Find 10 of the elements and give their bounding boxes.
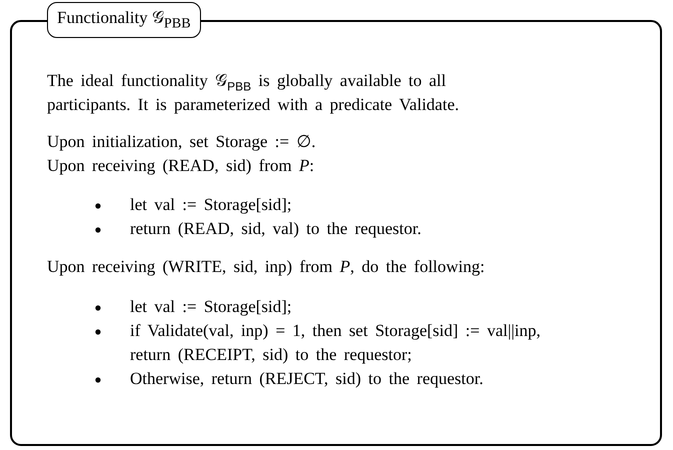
paragraph-text: The ideal functionality 𝒢$_{PBB}$ is globally available to all participants. It is parameterized with a predicate Validate. [47, 70, 460, 116]
list-item: Otherwise, return (REJECT, sid) to the requestor. [130, 368, 484, 390]
paragraph-text: Upon receiving (READ, sid) from P: [47, 155, 316, 177]
paragraph-text: Upon initialization, set Storage := ∅. [47, 131, 317, 153]
paragraph-text: Upon receiving (WRITE, sid, inp) from P, do the following: [47, 256, 486, 278]
list-item: return (READ, sid, val) to the requestor. [130, 218, 422, 240]
list-item: if Validate(val, inp) = 1, then set Storage[sid] := val||inp, return (RECEIPT, sid) to the requestor; [130, 320, 542, 366]
title-tab: Functionality 𝒢$_{PBB}$ [47, 2, 201, 38]
list-item: let val := Storage[sid]; [130, 296, 293, 318]
list-item: let val := Storage[sid]; [130, 194, 293, 216]
